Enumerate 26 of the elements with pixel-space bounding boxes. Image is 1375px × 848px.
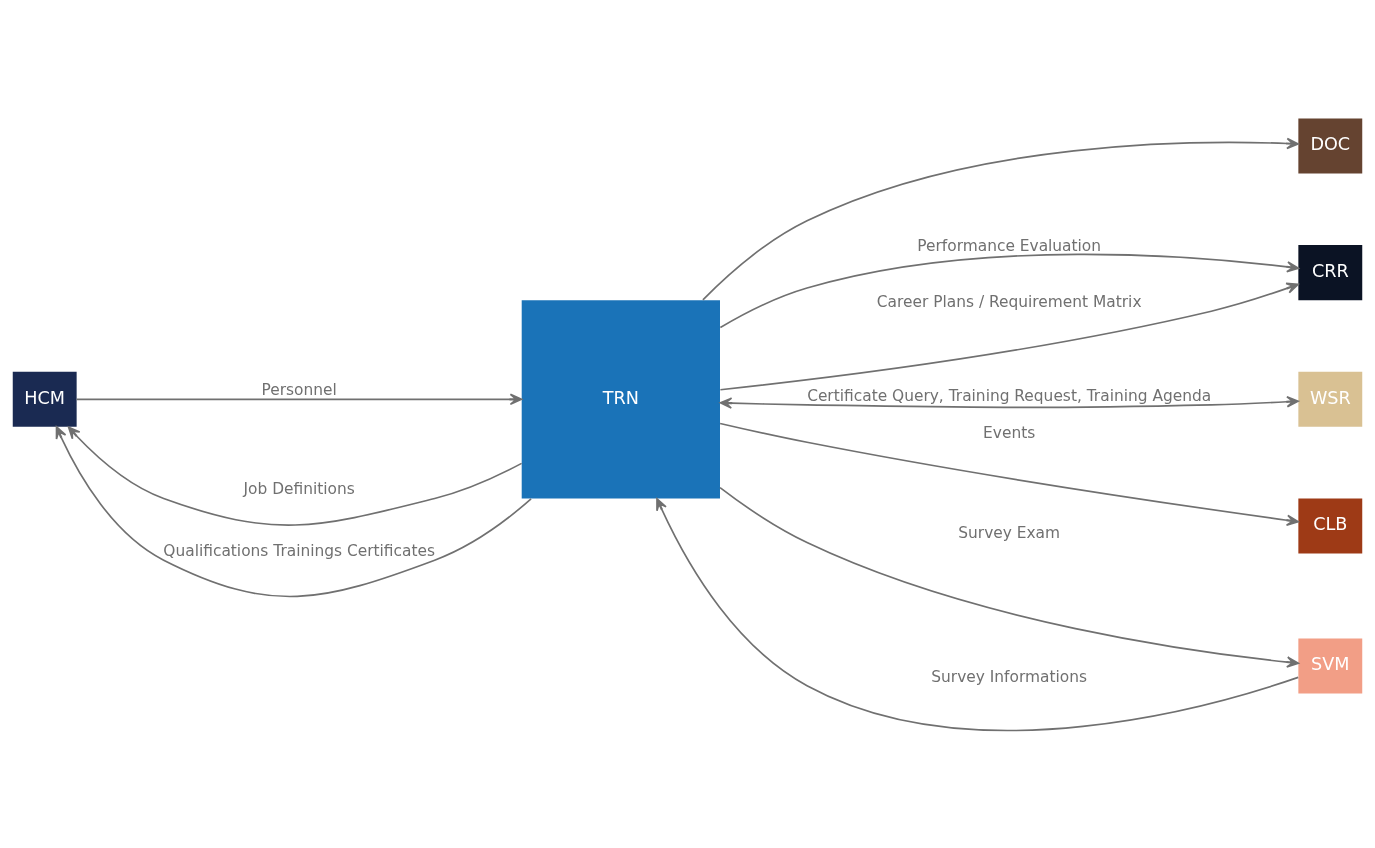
- edge-label: Performance Evaluation: [917, 236, 1102, 255]
- arrow: [719, 422, 1299, 526]
- edge-label: Career Plans / Requirement Matrix: [876, 292, 1142, 311]
- edge-label: Events: [983, 423, 1036, 442]
- node-box: HCM: [12, 371, 77, 427]
- edge-label: Certificate Query, Training Request, Training Agenda: [807, 386, 1212, 405]
- edge-label: Qualifications Trainings Certificates: [163, 541, 436, 560]
- arrow: [75, 393, 523, 405]
- arrow: [67, 425, 523, 526]
- node-box: WSR: [1298, 371, 1363, 427]
- arrow: [656, 497, 1299, 731]
- edge-label: Survey Informations: [931, 667, 1088, 686]
- edge-label: Personnel: [261, 380, 337, 399]
- arrow: [719, 486, 1300, 668]
- arrow: [719, 282, 1299, 391]
- arrow: [719, 253, 1300, 328]
- edge-label: Survey Exam: [958, 523, 1061, 542]
- arrow: [719, 395, 1299, 409]
- node-box: TRN: [521, 299, 720, 498]
- arrow: [55, 425, 532, 597]
- edge-label: Job Definitions: [243, 479, 355, 498]
- node-box: CLB: [1298, 497, 1363, 554]
- arrow: [702, 137, 1299, 301]
- node-box: CRR: [1298, 244, 1363, 300]
- node-box: DOC: [1298, 117, 1363, 173]
- node-box: SVM: [1298, 637, 1363, 693]
